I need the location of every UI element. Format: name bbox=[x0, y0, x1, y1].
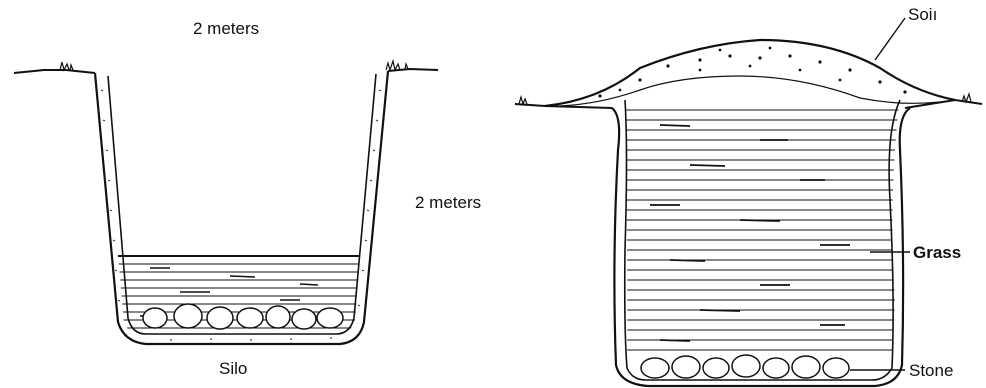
silo-outer-wall bbox=[95, 71, 388, 344]
label-width: 2 meters bbox=[193, 19, 259, 38]
soil-mound-base bbox=[560, 76, 940, 106]
silo-stones-left bbox=[143, 304, 343, 329]
label-depth: 2 meters bbox=[415, 193, 481, 212]
right-silo: Soiı Grass Stone bbox=[515, 5, 982, 386]
label-stone: Stone bbox=[909, 361, 953, 380]
grass-tuft-far-left bbox=[519, 97, 527, 104]
label-grass: Grass bbox=[913, 243, 961, 262]
soil-dots bbox=[598, 47, 906, 98]
silo-wall-stipple bbox=[101, 90, 381, 340]
leader-soil bbox=[875, 18, 905, 60]
soil-mound-outline bbox=[545, 40, 955, 106]
grass-tuft-right bbox=[386, 61, 408, 70]
silo-inner-wall bbox=[108, 74, 376, 334]
left-silo: 2 meters Silo bbox=[14, 19, 438, 378]
silo-stones-right bbox=[641, 355, 849, 378]
grass-tuft-left bbox=[60, 62, 73, 70]
label-soil: Soiı bbox=[908, 5, 937, 24]
grass-hatching bbox=[625, 110, 900, 350]
label-silo: Silo bbox=[219, 359, 247, 378]
ground-surface-left bbox=[14, 70, 95, 73]
